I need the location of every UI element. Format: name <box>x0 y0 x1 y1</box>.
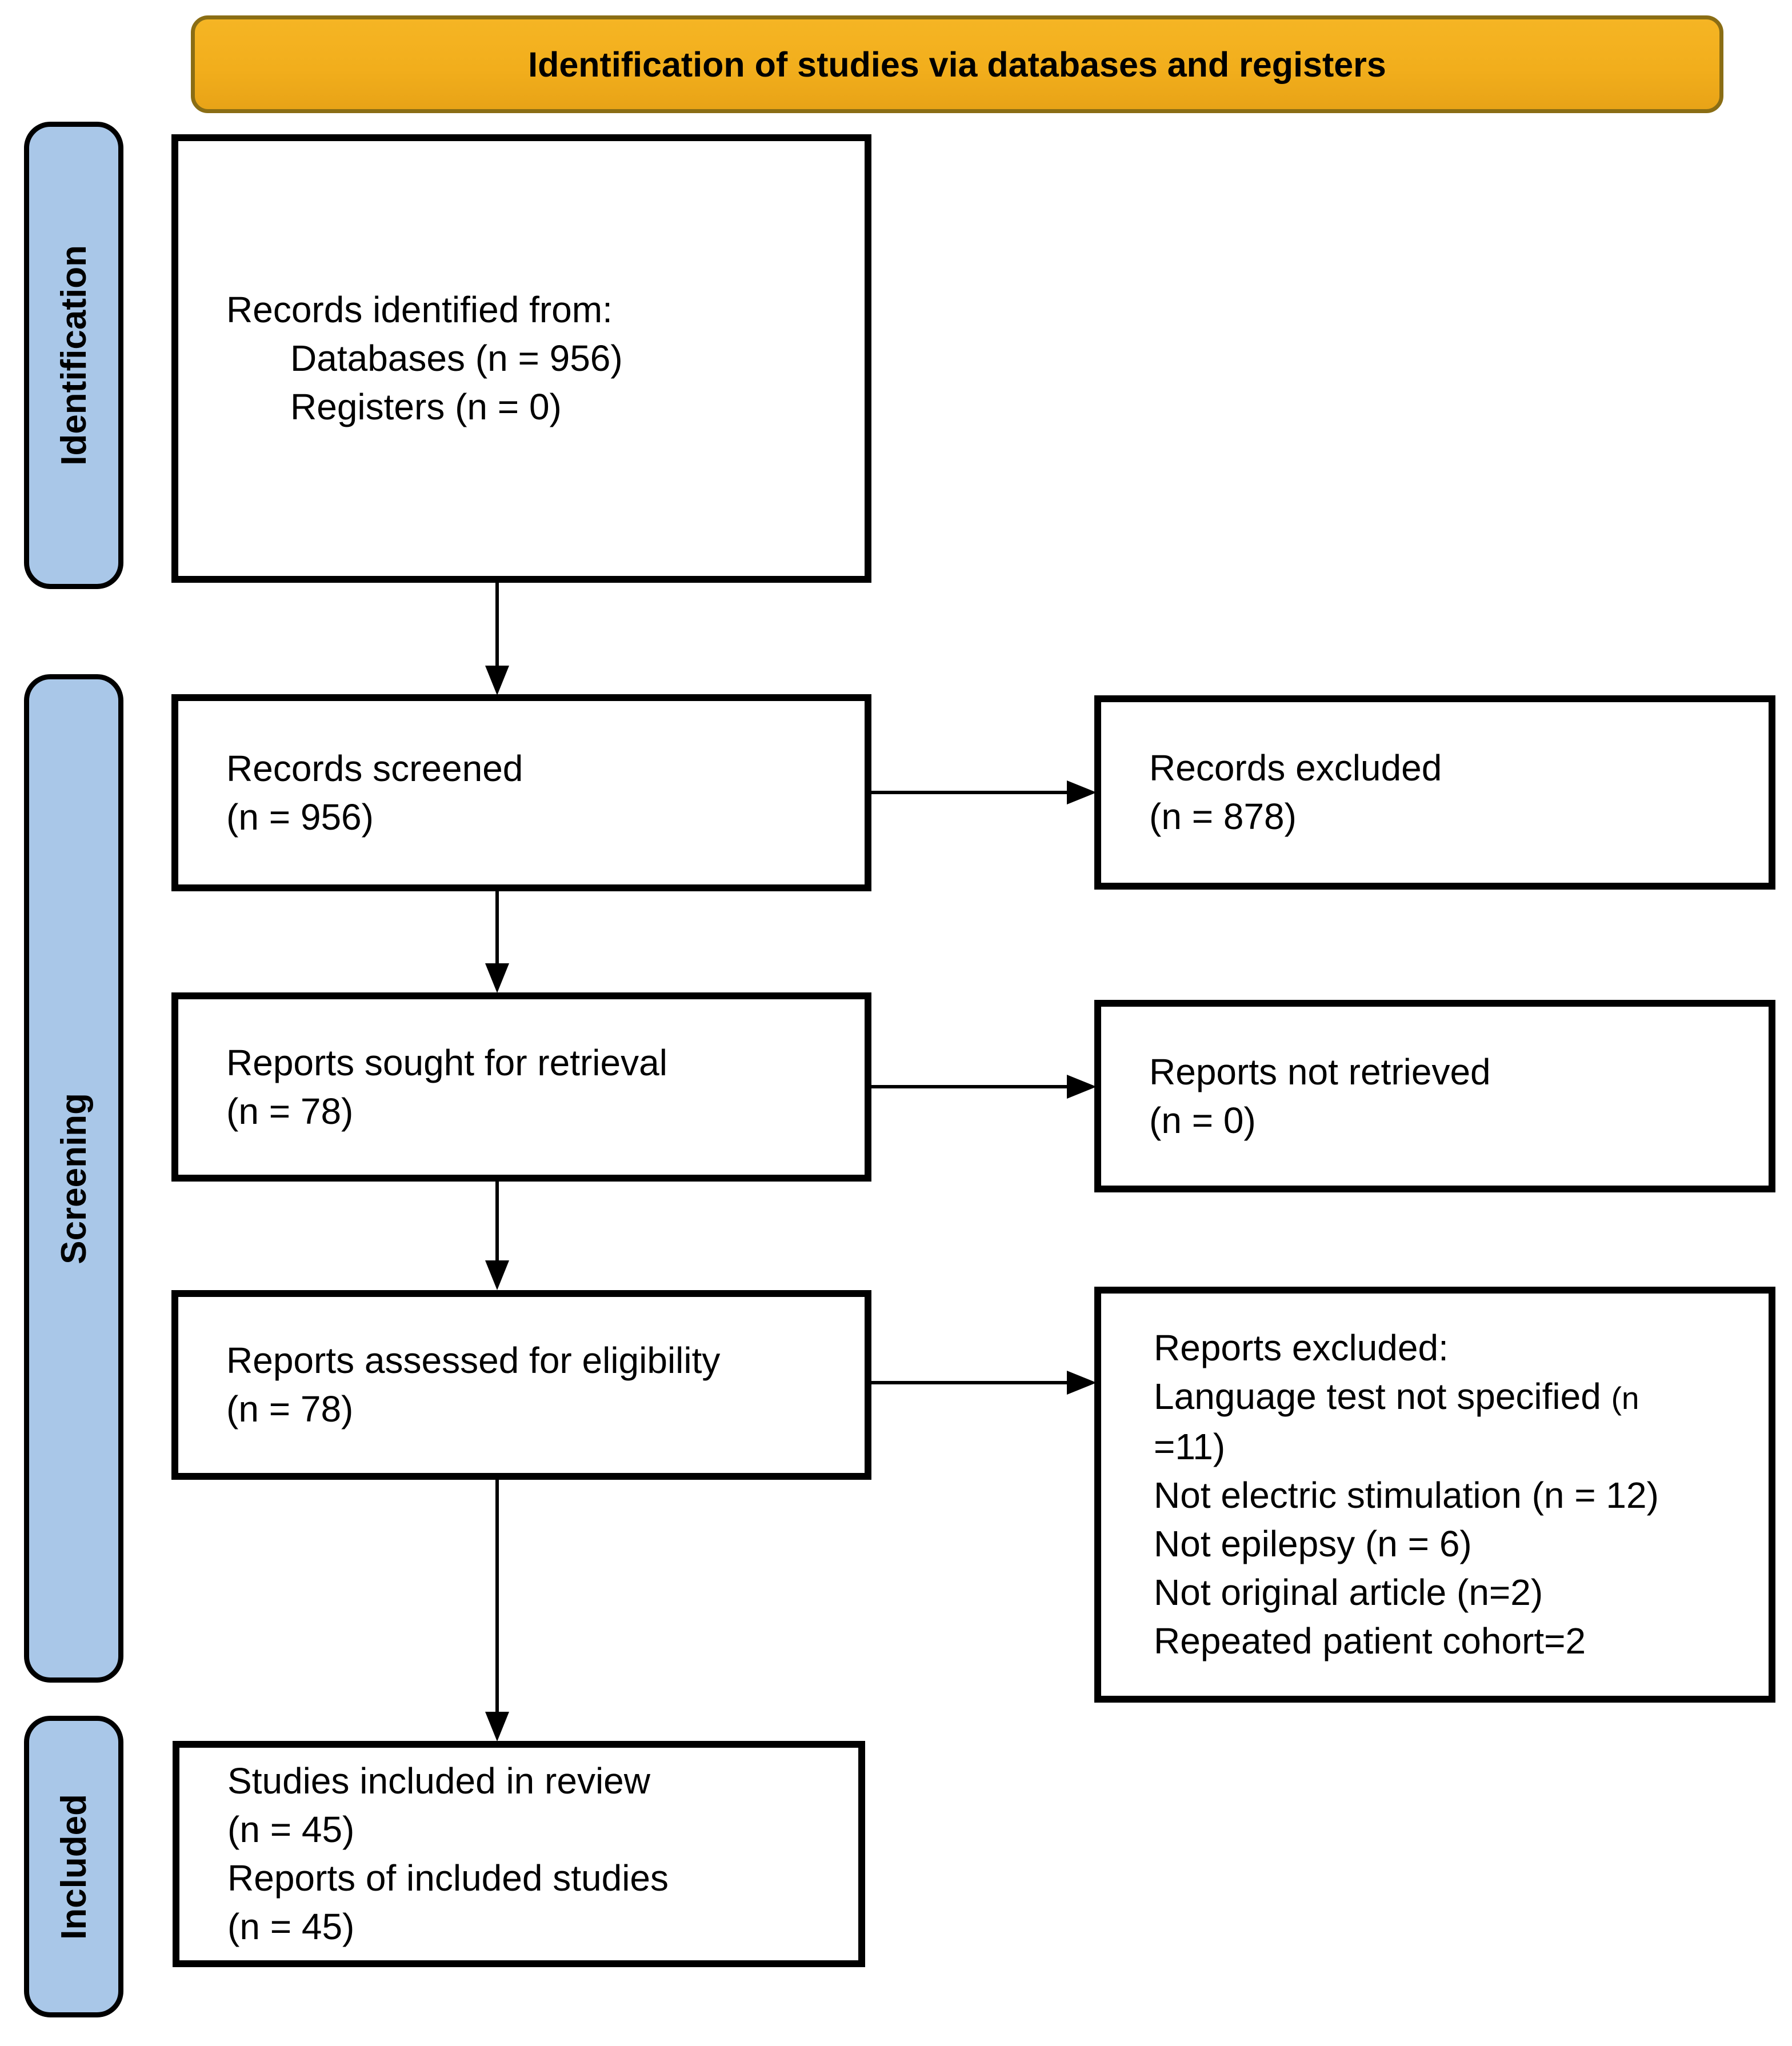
box-reports-assessed: Reports assessed for eligibility (n = 78… <box>171 1290 871 1480</box>
arrow-assessed-to-excluded-shaft <box>871 1381 1067 1384</box>
arrow-sought-to-assessed-shaft <box>495 1181 499 1262</box>
reports-excluded-reason1: Language test not specified (n <box>1154 1372 1734 1423</box>
stage-tab-included: Included <box>24 1716 123 2017</box>
reports-excluded-title: Reports excluded: <box>1154 1327 1449 1368</box>
reports-excluded-reason5: Repeated patient cohort=2 <box>1154 1620 1586 1661</box>
reports-excluded-reason2: Not electric stimulation (n = 12) <box>1154 1475 1659 1516</box>
reports-excluded-reason1-cont: =11) <box>1154 1426 1226 1467</box>
records-excluded-line1: Records excluded <box>1149 747 1442 788</box>
reports-excluded-reason1-suffix: (n <box>1611 1380 1639 1416</box>
banner: Identification of studies via databases … <box>191 15 1723 113</box>
box-reports-excluded-reasons: Reports excluded: Language test not spec… <box>1094 1287 1775 1703</box>
reports-excluded-reason4: Not original article (n=2) <box>1154 1572 1543 1613</box>
arrow-screened-to-excluded-shaft <box>871 791 1067 794</box>
studies-included-line1: Studies included in review <box>227 1760 650 1801</box>
arrow-sought-to-not-retrieved-shaft <box>871 1085 1067 1088</box>
reports-excluded-reason3: Not epilepsy (n = 6) <box>1154 1523 1472 1564</box>
reports-assessed-line1: Reports assessed for eligibility <box>226 1340 721 1381</box>
reports-excluded-reason1-main: Language test not specified <box>1154 1376 1611 1417</box>
reports-not-retrieved-line2: (n = 0) <box>1149 1099 1256 1141</box>
box-records-identified: Records identified from: Databases (n = … <box>171 134 871 583</box>
arrow-assessed-to-excluded-head <box>1067 1371 1097 1395</box>
arrow-screened-to-sought-head <box>485 963 509 993</box>
records-screened-line2: (n = 956) <box>226 796 374 838</box>
arrow-identified-to-screened-head <box>485 666 509 695</box>
reports-sought-line1: Reports sought for retrieval <box>226 1042 667 1083</box>
box-records-screened: Records screened (n = 956) <box>171 694 871 891</box>
banner-title: Identification of studies via databases … <box>528 45 1386 84</box>
records-screened-line1: Records screened <box>226 747 523 789</box>
studies-included-line4: (n = 45) <box>227 1906 355 1947</box>
arrow-identified-to-screened-shaft <box>495 583 499 667</box>
studies-included-line3: Reports of included studies <box>227 1857 669 1899</box>
records-identified-line2: Databases (n = 956) <box>290 338 623 379</box>
records-excluded-line2: (n = 878) <box>1149 796 1297 837</box>
records-identified-line3: Registers (n = 0) <box>290 386 562 427</box>
stage-tab-screening: Screening <box>24 674 123 1683</box>
arrow-sought-to-assessed-head <box>485 1260 509 1290</box>
reports-not-retrieved-line1: Reports not retrieved <box>1149 1051 1491 1092</box>
arrow-assessed-to-included-shaft <box>495 1480 499 1713</box>
box-records-excluded: Records excluded (n = 878) <box>1094 695 1775 890</box>
studies-included-line2: (n = 45) <box>227 1809 355 1850</box>
reports-assessed-line2: (n = 78) <box>226 1388 354 1430</box>
records-identified-line1: Records identified from: <box>226 289 613 330</box>
stage-tab-identification: Identification <box>24 122 123 589</box>
stage-label-included: Included <box>54 1793 94 1940</box>
box-studies-included: Studies included in review (n = 45) Repo… <box>173 1741 865 1967</box>
reports-sought-line2: (n = 78) <box>226 1090 354 1132</box>
arrow-screened-to-excluded-head <box>1067 780 1097 804</box>
arrow-sought-to-not-retrieved-head <box>1067 1075 1097 1099</box>
box-reports-not-retrieved: Reports not retrieved (n = 0) <box>1094 1000 1775 1192</box>
stage-label-screening: Screening <box>54 1092 94 1264</box>
box-reports-sought: Reports sought for retrieval (n = 78) <box>171 992 871 1182</box>
arrow-screened-to-sought-shaft <box>495 891 499 964</box>
stage-label-identification: Identification <box>54 245 94 466</box>
arrow-assessed-to-included-head <box>485 1712 509 1741</box>
